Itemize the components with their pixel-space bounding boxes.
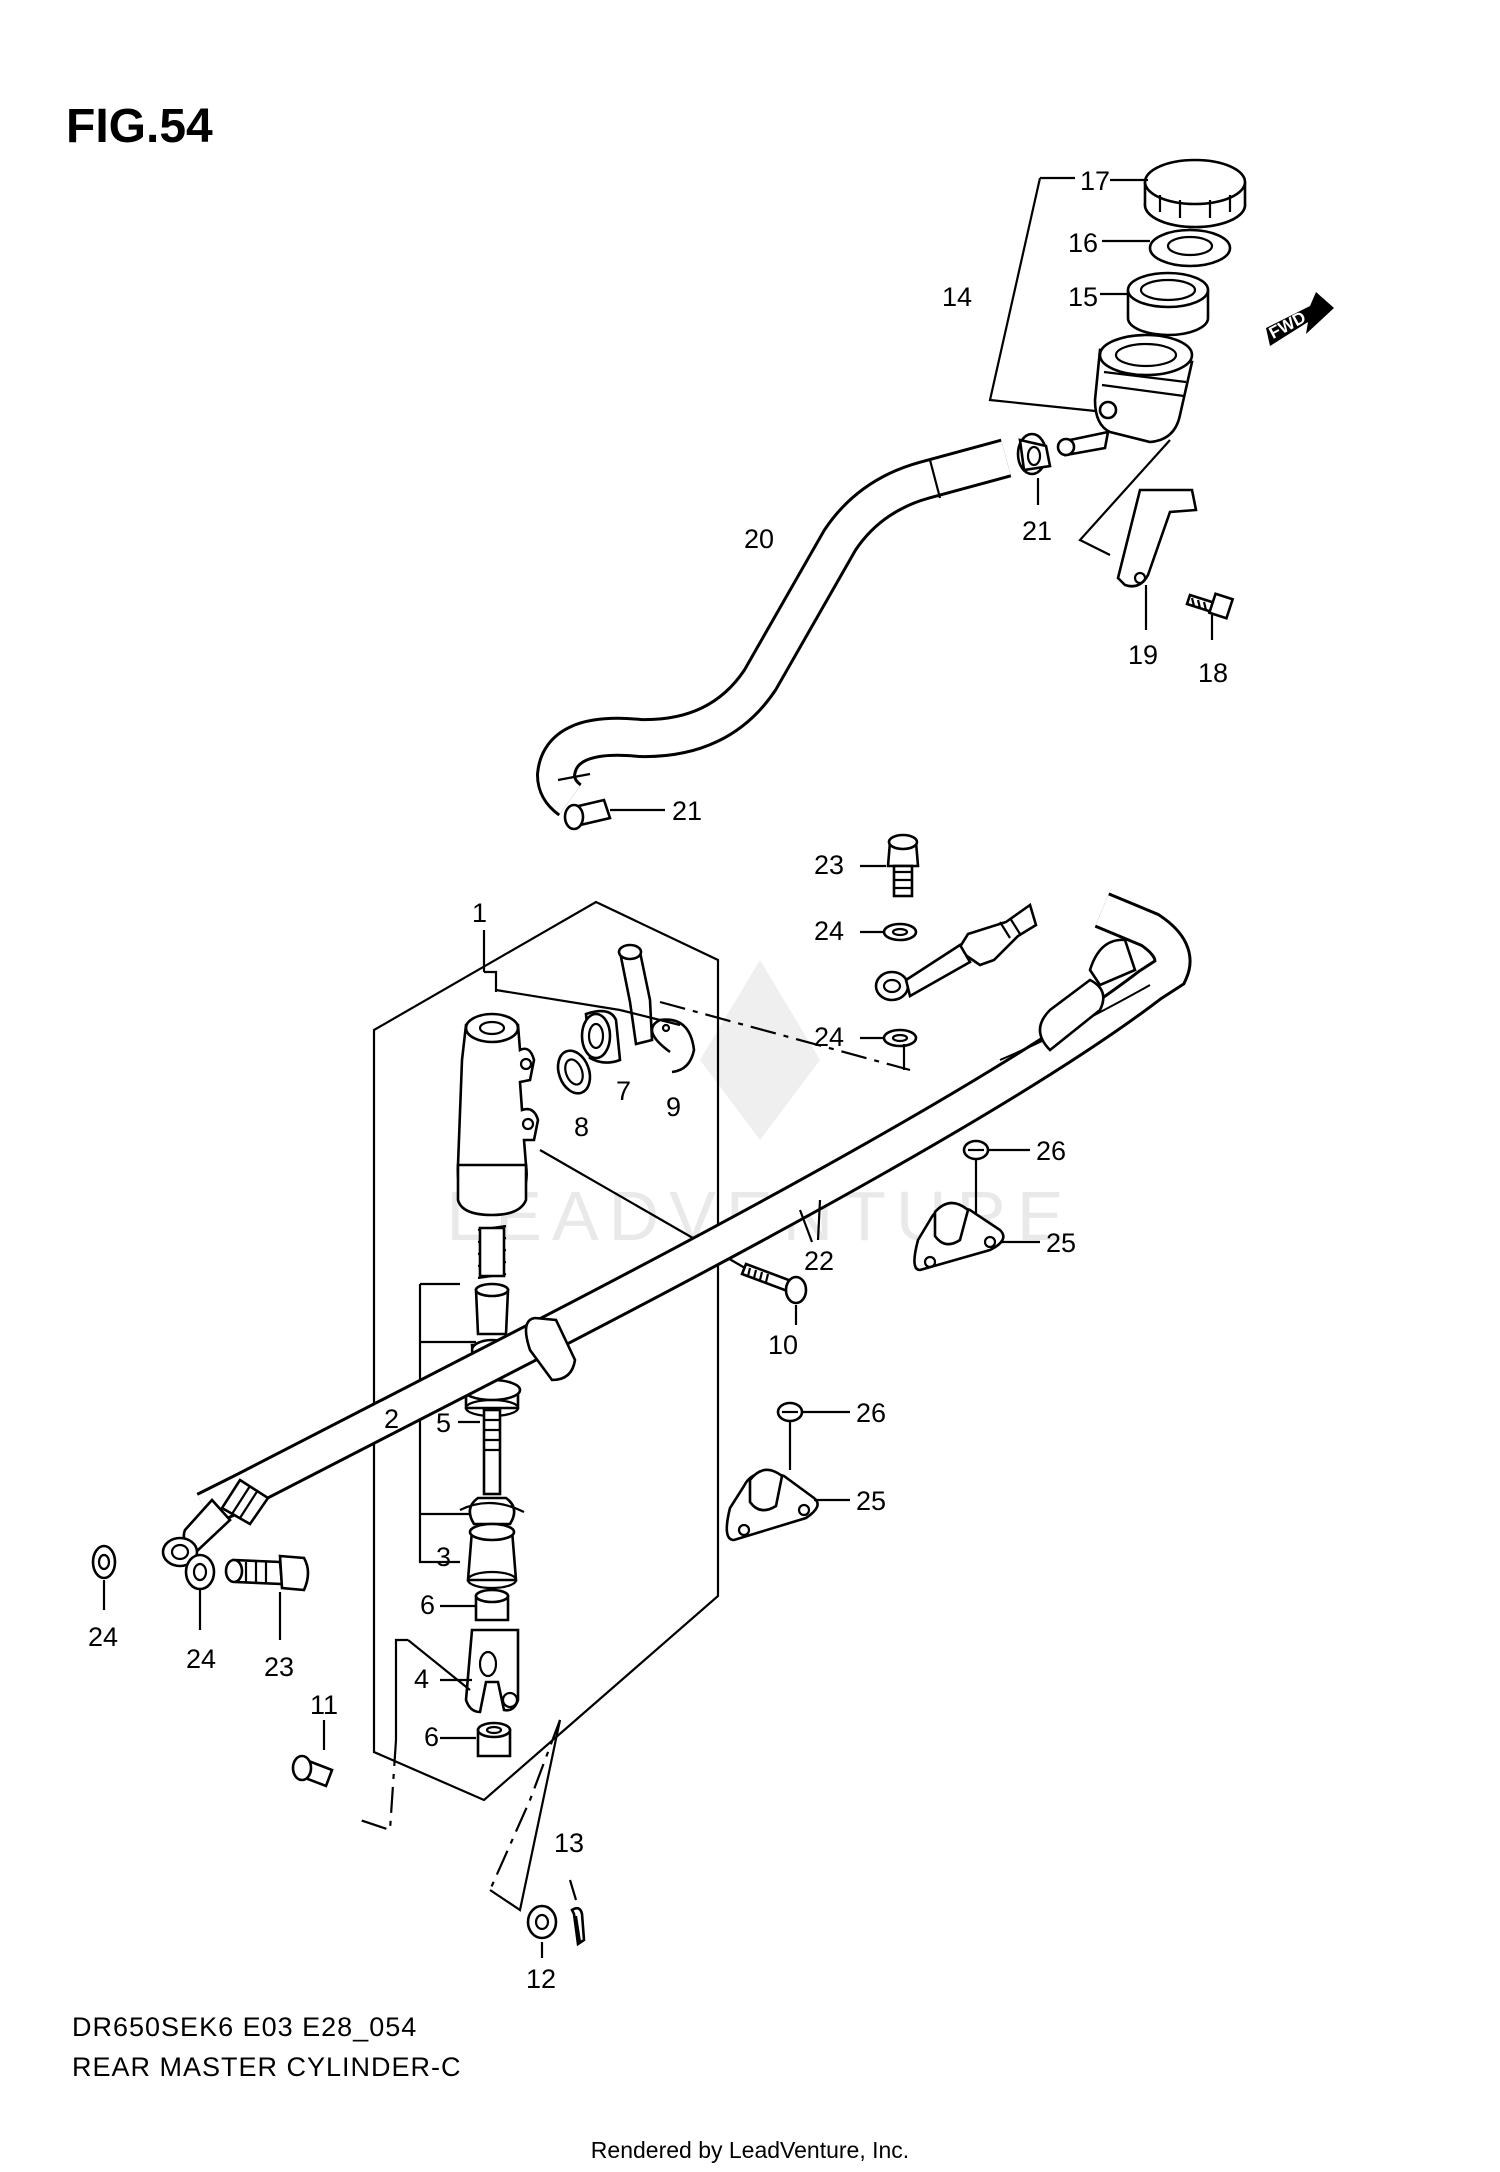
sealing-washer-24-right (184, 1553, 216, 1591)
callout-15: 15 (1068, 282, 1098, 312)
hose-clamp-21-upper (1016, 432, 1052, 476)
callout-1: 1 (472, 898, 487, 928)
callout-8: 8 (574, 1112, 589, 1142)
cylinder-body (456, 1012, 540, 1217)
lock-nut-6-lower (476, 1721, 512, 1758)
callout-22: 22 (804, 1246, 834, 1276)
sealing-washer-24-upper (882, 922, 918, 942)
bolt-18 (1185, 592, 1235, 620)
callout-11: 11 (310, 1690, 338, 1720)
mounting-bolt-10 (740, 1262, 808, 1305)
bracket-line-2-3 (418, 1282, 476, 1564)
reservoir-body (1093, 333, 1194, 444)
master-cylinder-box (372, 900, 720, 1802)
callout-labels: 1 2 3 4 5 6 6 7 8 9 10 11 12 13 14 15 16… (88, 166, 1228, 1994)
leader-box-top (495, 988, 621, 1012)
callout-25-upper: 25 (1046, 1228, 1076, 1258)
callout-18: 18 (1198, 658, 1228, 688)
callout-24-upper: 24 (814, 916, 844, 946)
sealing-washer-24-left (91, 1544, 117, 1580)
callout-7: 7 (616, 1076, 631, 1106)
callout-12: 12 (526, 1964, 556, 1994)
callout-6-lower: 6 (424, 1722, 439, 1752)
callout-19: 19 (1128, 640, 1158, 670)
callout-20: 20 (744, 524, 774, 554)
hose-guide-25-upper (913, 1201, 1005, 1272)
forward-arrow-badge: FWD (1266, 292, 1334, 346)
callout-4: 4 (414, 1664, 429, 1694)
callout-24-left: 24 (88, 1622, 118, 1652)
diagram-title: REAR MASTER CYLINDER-C (72, 2052, 462, 2082)
callout-26-lower: 26 (856, 1398, 886, 1428)
o-ring-8 (556, 1049, 592, 1095)
callout-17: 17 (1080, 166, 1110, 196)
callout-9: 9 (666, 1092, 681, 1122)
callout-16: 16 (1068, 228, 1098, 258)
lock-nut-6-upper (474, 1588, 510, 1622)
push-rod-5 (459, 1408, 525, 1526)
callout-24-mid: 24 (814, 1022, 844, 1052)
sealing-washer-24-mid (882, 1028, 918, 1048)
reservoir-cap-17 (1143, 158, 1247, 229)
model-code: DR650SEK6 E03 E28_054 (72, 2012, 417, 2042)
circlip-9 (650, 1018, 696, 1074)
banjo-bolt-23-upper (886, 833, 920, 898)
credit-line: Rendered by LeadVenture, Inc. (591, 2137, 909, 2163)
figure-number: FIG.54 (66, 100, 213, 153)
clevis-pin-11 (291, 1754, 334, 1788)
callout-13: 13 (554, 1828, 584, 1858)
callout-23-lower: 23 (264, 1652, 294, 1682)
brake-hose-22 (161, 892, 1192, 1568)
callout-3: 3 (436, 1542, 451, 1572)
hose-connector-7 (580, 943, 654, 1064)
diaphragm-15 (1126, 271, 1210, 337)
hose-clamp-21-lower (563, 798, 612, 831)
cotter-alignment-line (488, 1719, 562, 1891)
screw-26-upper (962, 1139, 990, 1180)
dust-boot-3 (466, 1522, 518, 1590)
bracket-line-14 (988, 177, 1106, 414)
callout-21-upper: 21 (1022, 516, 1052, 546)
reservoir-stay-19 (1078, 439, 1198, 588)
hose-guide-25-lower (725, 1468, 819, 1542)
banjo-bolt-23-lower (224, 1554, 310, 1592)
screw-26-lower (776, 1401, 804, 1470)
callout-24-right: 24 (186, 1644, 216, 1674)
callout-21-lower: 21 (672, 796, 702, 826)
pin-alignment-line (359, 1739, 398, 1832)
return-spring (477, 1224, 507, 1280)
banjo-alignment-upper (659, 1000, 911, 1072)
callout-10: 10 (768, 1330, 798, 1360)
callout-2: 2 (384, 1404, 399, 1434)
leader-22 (798, 1209, 814, 1243)
forward-label: FWD (1266, 308, 1309, 343)
callout-23-upper: 23 (814, 850, 844, 880)
washer-12 (526, 1904, 558, 1940)
callout-25-lower: 25 (856, 1486, 886, 1516)
diaphragm-plate-16 (1148, 228, 1232, 268)
callout-26-upper: 26 (1036, 1136, 1066, 1166)
callout-14: 14 (942, 282, 972, 312)
cotter-pin-13 (570, 1906, 586, 1947)
clevis-4 (464, 1628, 520, 1714)
callout-5: 5 (436, 1408, 451, 1438)
reservoir-hose-20 (535, 438, 1012, 817)
reservoir-assembly (988, 158, 1247, 640)
callout-6-upper: 6 (420, 1590, 435, 1620)
